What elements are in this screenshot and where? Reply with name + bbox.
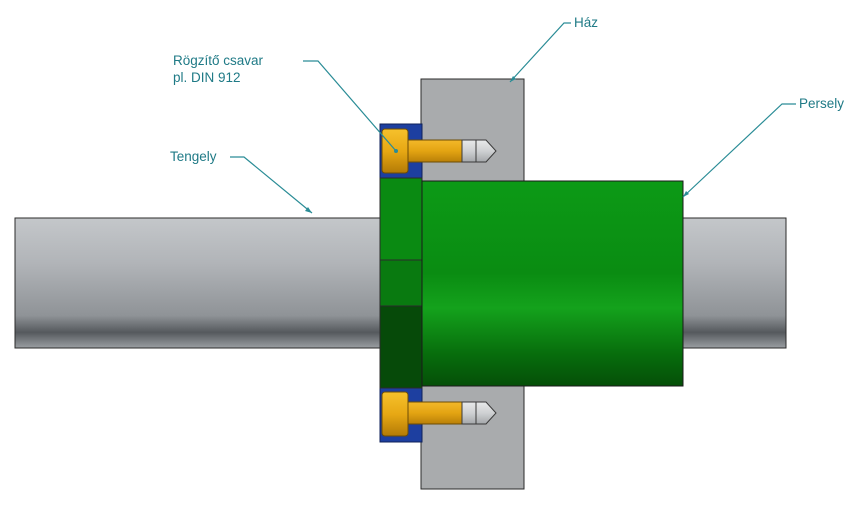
screw-bottom-tip: [475, 401, 497, 425]
bushing-flange-middle: [379, 259, 423, 307]
screw-top-shank: [407, 139, 465, 163]
label-rogzito-line2: pl. DIN 912: [173, 70, 241, 85]
screw-bottom: [381, 391, 497, 437]
bushing-flange-lower: [379, 305, 423, 389]
screw-bottom-thread: [461, 401, 477, 425]
leader-persely: [682, 103, 796, 198]
leader-tengely: [230, 156, 313, 214]
bushing-flange-upper: [379, 177, 423, 261]
leader-rogzito-dot: [394, 149, 398, 153]
screw-top-tip: [475, 139, 497, 163]
screw-bottom-shank: [407, 401, 465, 425]
leader-tengely-arrow: [305, 207, 312, 213]
label-tengely: Tengely: [170, 149, 217, 164]
label-persely: Persely: [799, 96, 845, 111]
leader-rogzito: [303, 60, 397, 152]
leader-haz-arrow: [510, 76, 516, 82]
leader-haz: [509, 22, 571, 83]
label-rogzito-line1: Rögzítő csavar: [173, 53, 264, 68]
leader-persely-arrow: [683, 191, 689, 197]
bushing-body: [421, 180, 684, 387]
screw-top-thread: [461, 139, 477, 163]
screw-bottom-head: [381, 391, 409, 437]
label-haz: Ház: [574, 15, 599, 30]
